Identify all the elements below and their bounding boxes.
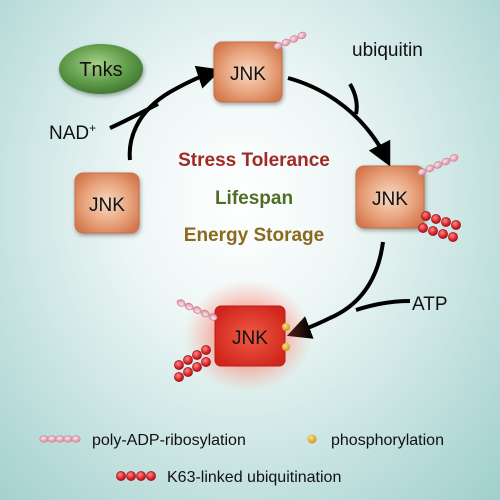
ubiquitin-label: ubiquitin: [352, 40, 423, 61]
stress-tolerance-text: Stress Tolerance: [178, 150, 330, 171]
arrow-start-to-top: [127, 65, 222, 161]
atp-label: ATP: [412, 294, 448, 315]
ubiquitin-bead: [201, 345, 211, 355]
par-bead: [273, 42, 283, 50]
ubiquitin-bead: [192, 350, 202, 360]
phospho-dot-upper: [282, 323, 290, 331]
jnk-right-label: JNK: [372, 189, 408, 210]
ubiquitin-bead: [421, 211, 431, 221]
phospho-dot-lower: [282, 343, 290, 351]
ubiquitin-bead: [126, 471, 136, 481]
par-bead: [425, 164, 435, 173]
legend-phospho-label: phosphorylation: [331, 432, 444, 449]
par-bead: [208, 313, 218, 321]
par-bead: [192, 306, 202, 314]
par-bead: [184, 302, 194, 311]
ubiquitin-bead: [192, 362, 202, 372]
ubiquitin-bead: [428, 226, 438, 236]
par-bead: [289, 35, 299, 43]
jnk-bottom-node: JNK: [174, 280, 312, 392]
legend-ubiquitin-label: K63-linked ubiquitination: [167, 469, 341, 486]
legend-par-label: poly-ADP-ribosylation: [92, 432, 246, 449]
ubiquitin-chain-bottom: [174, 345, 211, 382]
ubiquitin-bead: [174, 372, 184, 382]
par-bead: [441, 157, 451, 166]
atp-branch-line: [355, 299, 411, 312]
jnk-bottom-label: JNK: [232, 328, 268, 349]
par-bead: [176, 299, 186, 307]
arrow-top-to-right: [287, 76, 391, 167]
ubiquitin-branch-line: [348, 82, 359, 115]
jnk-right-node: JNK: [355, 154, 461, 242]
par-bead: [281, 38, 291, 47]
par-bead: [449, 154, 459, 162]
ubiquitin-bead: [201, 357, 211, 367]
ubiquitin-chain-right: [418, 211, 461, 242]
par-bead: [47, 435, 57, 443]
par-bead: [417, 168, 427, 176]
arrow-right-to-bottom: [286, 241, 385, 339]
par-bead: [200, 309, 210, 318]
legend: poly-ADP-ribosylation phosphorylation K6…: [39, 432, 444, 486]
ubiquitin-bead: [441, 217, 451, 227]
tnks-node: Tnks: [59, 44, 143, 94]
ubiquitin-bead: [183, 355, 193, 365]
energy-storage-text: Energy Storage: [184, 225, 324, 246]
par-bead: [433, 161, 443, 169]
par-bead: [39, 435, 49, 443]
ubiquitin-bead: [451, 220, 461, 230]
ubiquitin-bead: [174, 360, 184, 370]
jnk-top-label: JNK: [230, 64, 266, 85]
par-chain-top: [273, 31, 307, 50]
nad-label: NAD+: [49, 121, 96, 144]
legend-ubiquitin-icon: [116, 471, 156, 481]
legend-par-icon: [39, 435, 81, 443]
jnk-start-node: JNK: [74, 172, 140, 234]
par-bead: [55, 435, 65, 443]
par-chain-bottom: [176, 299, 218, 321]
par-bead: [63, 435, 73, 443]
jnk-start-label: JNK: [89, 195, 125, 216]
ubiquitin-bead: [136, 471, 146, 481]
cycle-arrows: [109, 65, 411, 339]
ubiquitin-bead: [183, 367, 193, 377]
par-bead: [71, 435, 81, 443]
nad-branch-line: [109, 102, 159, 130]
jnk-top-node: JNK: [213, 31, 307, 103]
ubiquitin-bead: [116, 471, 126, 481]
par-chain-right: [417, 154, 459, 176]
tnks-label: Tnks: [79, 59, 122, 81]
par-bead: [297, 31, 307, 40]
ubiquitin-bead: [431, 214, 441, 224]
ubiquitin-bead: [438, 229, 448, 239]
legend-phospho-icon: [307, 434, 317, 444]
ubiquitin-bead: [448, 232, 458, 242]
lifespan-text: Lifespan: [215, 188, 293, 209]
ubiquitin-bead: [418, 223, 428, 233]
ubiquitin-bead: [146, 471, 156, 481]
